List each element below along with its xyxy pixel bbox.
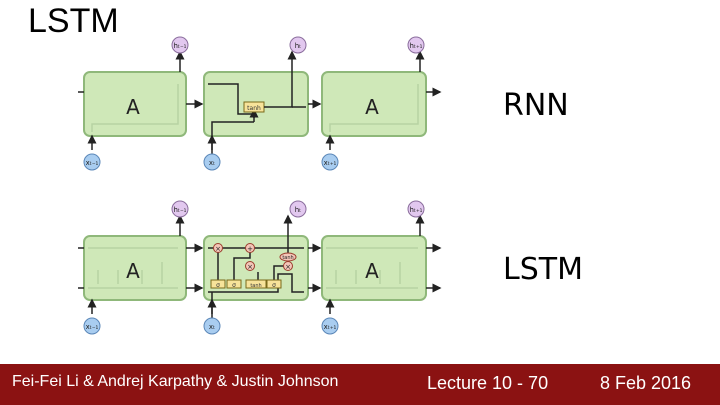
slide-title: LSTM xyxy=(28,2,119,40)
svg-text:xₜ₊₁: xₜ₊₁ xyxy=(324,323,337,331)
svg-text:tanh: tanh xyxy=(250,283,261,289)
lstm-cell-label-left: A xyxy=(126,259,140,283)
input-node-left xyxy=(83,153,101,171)
rnn-cell-right xyxy=(321,71,427,137)
rnn-label: RNN xyxy=(503,88,569,123)
lstm-input-node-left xyxy=(83,317,101,335)
output-label-left: hₜ₋₁ xyxy=(173,42,186,50)
pointwise-add xyxy=(245,243,255,253)
output-node-right xyxy=(407,36,425,54)
svg-text:×: × xyxy=(215,245,221,253)
output-label-right: hₜ₊₁ xyxy=(409,42,422,50)
svg-text:hₜ: hₜ xyxy=(295,206,302,214)
output-gate xyxy=(266,279,282,289)
pointwise-multiply-input xyxy=(245,261,255,271)
lstm-label: LSTM xyxy=(503,252,583,287)
pointwise-tanh xyxy=(279,252,297,262)
input-label-left: xₜ₋₁ xyxy=(86,159,99,167)
lstm-output-node-left xyxy=(171,200,189,218)
output-node-left xyxy=(171,36,189,54)
rnn-diagram: tanh A A hₜ₋₁ hₜ hₜ₊₁ xₜ₋₁ xₜ xₜ₊₁ xyxy=(78,36,442,171)
svg-text:+: + xyxy=(247,245,253,253)
lstm-input-node-right xyxy=(321,317,339,335)
input-label-right: xₜ₊₁ xyxy=(324,159,337,167)
svg-text:×: × xyxy=(285,263,291,271)
lstm-diagram: σ σ tanh σ × + × × tanh A A hₜ₋₁ hₜ hₜ₊₁… xyxy=(78,200,442,335)
forget-gate xyxy=(210,279,226,289)
svg-text:σ: σ xyxy=(272,282,276,289)
svg-text:xₜ: xₜ xyxy=(209,323,215,331)
candidate-layer xyxy=(245,279,267,289)
svg-text:σ: σ xyxy=(232,282,236,289)
svg-text:σ: σ xyxy=(216,282,220,289)
pointwise-multiply-forget xyxy=(213,243,223,253)
lstm-input-node-center xyxy=(203,317,221,335)
cell-label-right: A xyxy=(365,95,379,119)
input-gate xyxy=(226,279,242,289)
svg-text:hₜ₊₁: hₜ₊₁ xyxy=(409,206,422,214)
output-node-center xyxy=(289,36,307,54)
input-label-center: xₜ xyxy=(209,159,215,167)
svg-text:hₜ₋₁: hₜ₋₁ xyxy=(173,206,186,214)
footer-lecture: Lecture 10 - 70 xyxy=(427,373,549,393)
footer-authors: Fei-Fei Li & Andrej Karpathy & Justin Jo… xyxy=(12,373,339,390)
slide-footer: Fei-Fei Li & Andrej Karpathy & Justin Jo… xyxy=(0,364,720,405)
lstm-output-node-right xyxy=(407,200,425,218)
svg-text:xₜ₋₁: xₜ₋₁ xyxy=(86,323,99,331)
input-node-right xyxy=(321,153,339,171)
input-node-center xyxy=(203,153,221,171)
tanh-text: tanh xyxy=(247,105,261,112)
footer-date: 8 Feb 2016 xyxy=(600,373,692,393)
lstm-cell-left xyxy=(83,235,187,301)
output-label-center: hₜ xyxy=(295,42,302,50)
lstm-output-node-center xyxy=(289,200,307,218)
cell-label-left: A xyxy=(126,95,140,119)
svg-text:×: × xyxy=(247,263,253,271)
svg-text:tanh: tanh xyxy=(282,255,293,261)
lstm-cell-label-right: A xyxy=(365,259,379,283)
